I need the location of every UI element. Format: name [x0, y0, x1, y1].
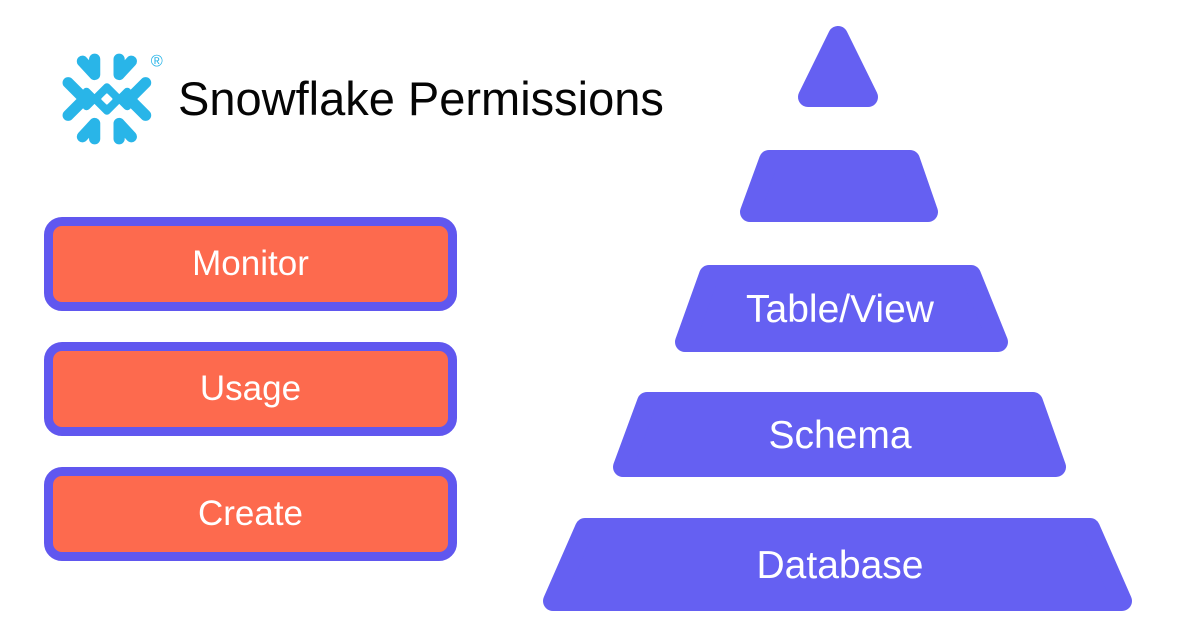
- pyramid-level-5: [543, 518, 1132, 611]
- permission-button-label: Monitor: [192, 244, 309, 283]
- permission-button-usage[interactable]: Usage: [44, 342, 457, 436]
- pyramid-level-4: [613, 392, 1066, 477]
- flake-arm-bottom-right: [113, 117, 137, 145]
- pyramid-level-3: [675, 265, 1008, 352]
- registered-trademark-icon: ®: [151, 52, 163, 70]
- pyramid-level-4-label: Schema: [768, 414, 911, 457]
- flake-chevron-right-outer: [123, 77, 152, 121]
- pyramid-level-1: [798, 26, 878, 107]
- snowflake-logo-icon: ®: [62, 52, 163, 145]
- flake-arm-bottom-left: [76, 117, 101, 145]
- flake-diamond-hole: [101, 93, 113, 105]
- flake-chevron-left-outer: [62, 77, 91, 121]
- permission-button-create[interactable]: Create: [44, 467, 457, 561]
- page-title: Snowflake Permissions: [178, 72, 664, 125]
- flake-arm-top-left: [76, 53, 101, 81]
- pyramid-level-2: [740, 150, 938, 222]
- pyramid-level-3-label: Table/View: [746, 288, 935, 331]
- permission-button-label: Create: [197, 494, 304, 533]
- flake-arm-top-right: [113, 53, 137, 81]
- permission-button-label: Usage: [199, 369, 302, 408]
- permission-button-monitor[interactable]: Monitor: [44, 217, 457, 311]
- pyramid-level-5-label: Database: [757, 544, 924, 587]
